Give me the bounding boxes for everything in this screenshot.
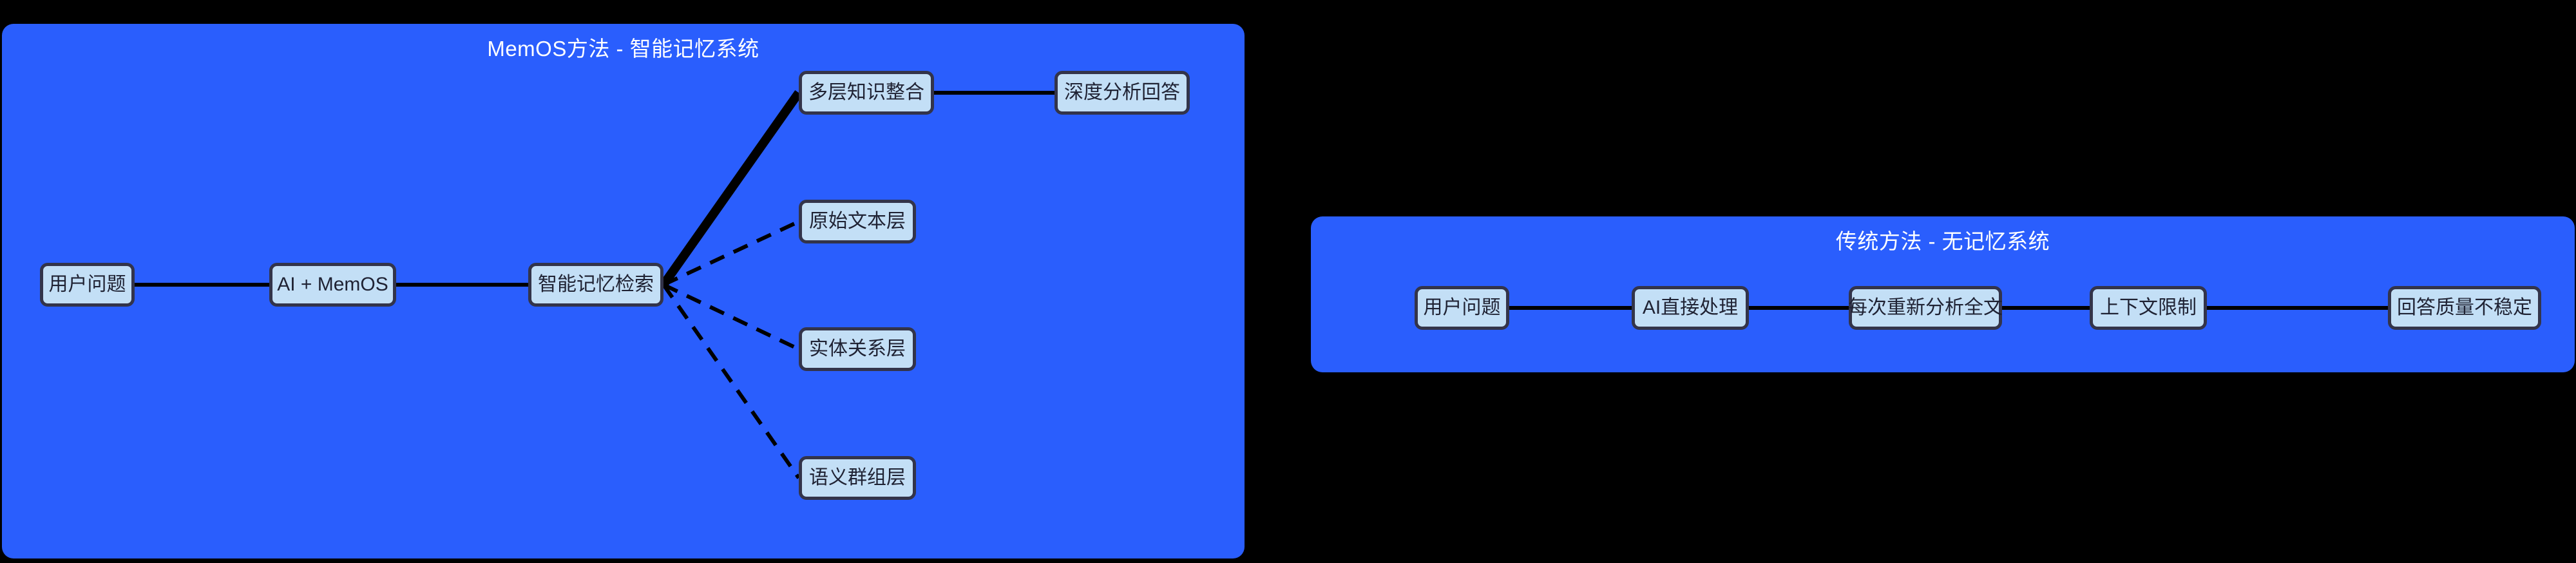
node-m5[interactable]: 深度分析回答: [1054, 71, 1190, 115]
subgraph-title-memos: MemOS方法 - 智能记忆系统: [487, 37, 759, 61]
node-label: AI直接处理: [1642, 297, 1739, 318]
node-m2[interactable]: AI + MemOS: [269, 263, 396, 307]
node-m7[interactable]: 实体关系层: [799, 327, 916, 371]
node-label: 每次重新分析全文: [1848, 297, 2003, 318]
subgraph-title-traditional: 传统方法 - 无记忆系统: [1835, 229, 2050, 253]
node-label: 智能记忆检索: [538, 274, 654, 295]
node-m1[interactable]: 用户问题: [40, 263, 135, 307]
node-label: 原始文本层: [809, 211, 906, 232]
node-m8[interactable]: 语义群组层: [799, 456, 916, 500]
node-label: 语义群组层: [809, 467, 906, 488]
node-label: AI + MemOS: [277, 274, 388, 295]
node-label: 深度分析回答: [1064, 82, 1180, 103]
node-label: 用户问题: [48, 274, 126, 295]
node-t1[interactable]: 用户问题: [1415, 286, 1509, 330]
node-t2[interactable]: AI直接处理: [1632, 286, 1749, 330]
node-t5[interactable]: 回答质量不稳定: [2388, 286, 2541, 330]
node-label: 多层知识整合: [808, 82, 924, 103]
node-m3[interactable]: 智能记忆检索: [528, 263, 663, 307]
node-m6[interactable]: 原始文本层: [799, 200, 916, 243]
node-m4[interactable]: 多层知识整合: [799, 71, 934, 115]
node-t4[interactable]: 上下文限制: [2090, 286, 2207, 330]
node-label: 用户问题: [1423, 297, 1501, 318]
node-label: 上下文限制: [2100, 297, 2197, 318]
node-t3[interactable]: 每次重新分析全文: [1848, 286, 2003, 330]
node-label: 回答质量不稳定: [2397, 297, 2532, 318]
node-label: 实体关系层: [809, 338, 906, 359]
